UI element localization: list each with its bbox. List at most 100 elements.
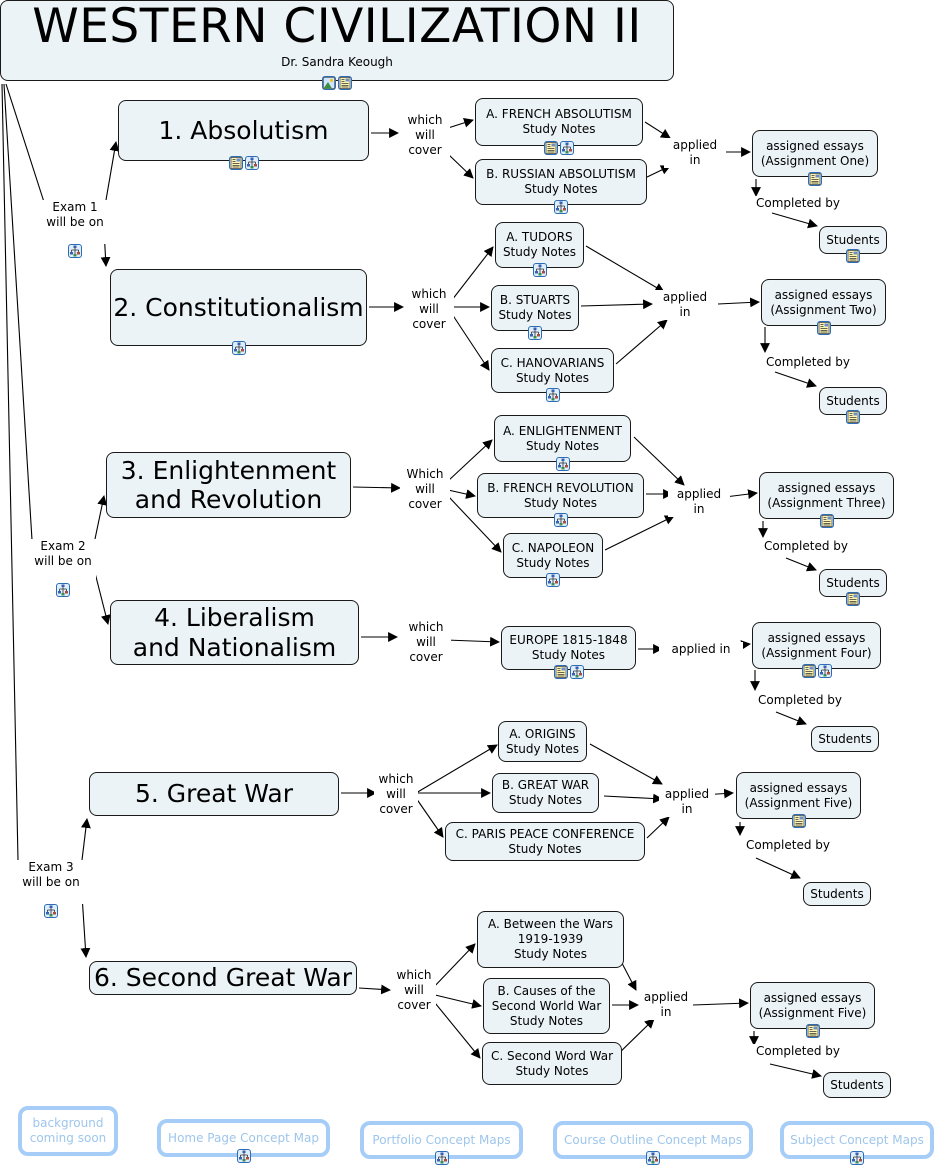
- document-icon[interactable]: [338, 76, 352, 90]
- students-node[interactable]: Students: [811, 726, 879, 752]
- study-notes-node[interactable]: B. FRENCH REVOLUTION Study Notes: [477, 473, 644, 527]
- document-icon[interactable]: [846, 592, 860, 606]
- assignment-node[interactable]: assigned essays (Assignment Two): [761, 279, 886, 335]
- document-icon[interactable]: [819, 514, 834, 528]
- students-node-label: Students: [830, 1077, 884, 1092]
- study-notes-node-label: A. TUDORS Study Notes: [502, 230, 577, 259]
- topic-node[interactable]: 6. Second Great War: [89, 961, 357, 995]
- concept-map-icon[interactable]: [56, 583, 70, 597]
- assignment-node[interactable]: assigned essays (Assignment Five): [736, 772, 861, 828]
- concept-map-icon[interactable]: [68, 244, 82, 258]
- assignment-node[interactable]: assigned essays (Assignment Four): [752, 622, 881, 678]
- students-node-label: Students: [826, 393, 880, 408]
- study-notes-node[interactable]: B. GREAT WAR Study Notes: [492, 773, 599, 813]
- nav-link-label: Portfolio Concept Maps: [372, 1132, 511, 1147]
- document-icon[interactable]: [791, 814, 806, 828]
- study-notes-node[interactable]: A. TUDORS Study Notes: [495, 222, 584, 277]
- resource-icons: [528, 326, 542, 340]
- nav-link-box[interactable]: Portfolio Concept Maps: [360, 1121, 523, 1165]
- nav-link-box[interactable]: background coming soon: [18, 1106, 118, 1156]
- study-notes-node[interactable]: A. ORIGINS Study Notes: [498, 721, 587, 762]
- document-icon[interactable]: [808, 172, 822, 186]
- concept-map-icon[interactable]: [569, 665, 584, 679]
- assignment-node-label: assigned essays (Assignment Five): [744, 780, 853, 810]
- link-label-applied-in: applied in: [659, 642, 743, 657]
- concept-map-icon[interactable]: [545, 388, 560, 402]
- study-notes-node[interactable]: B. STUARTS Study Notes: [491, 285, 579, 340]
- arrow-subtopic-to-applied: [580, 299, 653, 310]
- study-notes-node[interactable]: EUROPE 1815-1848 Study Notes: [501, 626, 636, 679]
- concept-map-icon[interactable]: [560, 141, 574, 155]
- concept-map-icon[interactable]: [434, 1151, 449, 1165]
- concept-map-icon[interactable]: [553, 513, 568, 527]
- assignment-node[interactable]: assigned essays (Assignment One): [752, 130, 878, 186]
- assignment-node-label: assigned essays (Assignment One): [760, 138, 870, 168]
- students-node-label: Students: [810, 886, 864, 901]
- study-notes-node[interactable]: C. HANOVARIANS Study Notes: [491, 348, 614, 402]
- study-notes-node[interactable]: A. FRENCH ABSOLUTISM Study Notes: [475, 98, 643, 155]
- study-notes-node[interactable]: C. PARIS PEACE CONFERENCE Study Notes: [445, 822, 645, 861]
- assignment-node-label: assigned essays (Assignment Two): [770, 287, 877, 317]
- students-node[interactable]: Students: [803, 882, 871, 906]
- students-node-label: Students: [826, 232, 880, 247]
- link-label-which-will-cover: which will cover: [404, 287, 454, 332]
- arrow-subtopic-to-applied: [585, 245, 665, 293]
- concept-map-icon[interactable]: [528, 326, 542, 340]
- document-icon[interactable]: [228, 156, 243, 170]
- topic-node[interactable]: 1. Absolutism: [118, 100, 369, 170]
- study-notes-node[interactable]: A. ENLIGHTENMENT Study Notes: [494, 415, 631, 471]
- concept-map-icon[interactable]: [244, 156, 259, 170]
- students-node[interactable]: Students: [819, 226, 887, 263]
- concept-map-icon[interactable]: [44, 904, 58, 918]
- topic-node-label: 1. Absolutism: [158, 115, 329, 145]
- assignment-node[interactable]: assigned essays (Assignment Three): [759, 472, 894, 528]
- study-notes-node[interactable]: C. NAPOLEON Study Notes: [503, 533, 603, 587]
- link-label-which-will-cover-text: which will cover: [396, 968, 432, 1012]
- topic-node[interactable]: 2. Constitutionalism: [110, 269, 367, 355]
- arrow-exam3-to-topic5: [81, 818, 91, 861]
- students-node[interactable]: Students: [819, 569, 887, 606]
- concept-map-icon[interactable]: [554, 200, 568, 214]
- concept-map-icon[interactable]: [850, 1151, 864, 1165]
- document-icon[interactable]: [805, 1024, 820, 1038]
- nav-link-box[interactable]: Course Outline Concept Maps: [553, 1121, 753, 1165]
- concept-map-icon[interactable]: [546, 573, 560, 587]
- study-notes-node[interactable]: A. Between the Wars 1919-1939 Study Note…: [477, 911, 624, 968]
- document-icon[interactable]: [816, 321, 831, 335]
- document-icon[interactable]: [846, 410, 860, 424]
- study-notes-node-label: C. Second Word War Study Notes: [490, 1048, 614, 1078]
- concept-map-icon[interactable]: [646, 1151, 660, 1165]
- study-notes-node[interactable]: B. RUSSIAN ABSOLUTISM Study Notes: [475, 159, 647, 214]
- link-label-applied-in: applied in: [641, 990, 691, 1020]
- study-notes-node-label: C. NAPOLEON Study Notes: [511, 540, 595, 570]
- image-icon[interactable]: [322, 76, 336, 90]
- topic-node[interactable]: 4. Liberalism and Nationalism: [110, 600, 359, 665]
- resource-icons: [44, 904, 58, 918]
- topic-node[interactable]: 3. Enlightenment and Revolution: [106, 452, 351, 518]
- concept-map-icon[interactable]: [532, 263, 547, 277]
- nav-link-box[interactable]: Subject Concept Maps: [780, 1121, 934, 1165]
- students-node[interactable]: Students: [819, 387, 887, 424]
- document-icon[interactable]: [553, 665, 568, 679]
- link-label-applied-in-text: applied in: [672, 138, 718, 167]
- assignment-node-label: assigned essays (Assignment Four): [761, 630, 872, 660]
- study-notes-node-label: B. RUSSIAN ABSOLUTISM Study Notes: [486, 167, 636, 196]
- concept-map-icon[interactable]: [555, 457, 570, 471]
- nav-link-box[interactable]: Home Page Concept Map: [157, 1119, 330, 1163]
- document-icon[interactable]: [544, 141, 558, 155]
- students-node[interactable]: Students: [823, 1072, 891, 1098]
- assignment-node-label: assigned essays (Assignment Three): [767, 480, 886, 510]
- arrow-completed-to-students: [771, 212, 818, 229]
- document-icon[interactable]: [846, 249, 860, 263]
- assignment-node[interactable]: assigned essays (Assignment Five): [750, 982, 875, 1038]
- document-icon[interactable]: [801, 664, 816, 678]
- study-notes-node[interactable]: B. Causes of the Second World War Study …: [483, 978, 610, 1034]
- topic-node[interactable]: 5. Great War: [89, 772, 339, 816]
- concept-map-icon[interactable]: [817, 664, 832, 678]
- concept-map-icon[interactable]: [236, 1149, 251, 1163]
- link-label-completed-by: Completed by: [750, 196, 846, 211]
- concept-map-icon[interactable]: [231, 341, 246, 355]
- link-label-applied-in: applied in: [668, 487, 730, 517]
- study-notes-node[interactable]: C. Second Word War Study Notes: [482, 1042, 622, 1085]
